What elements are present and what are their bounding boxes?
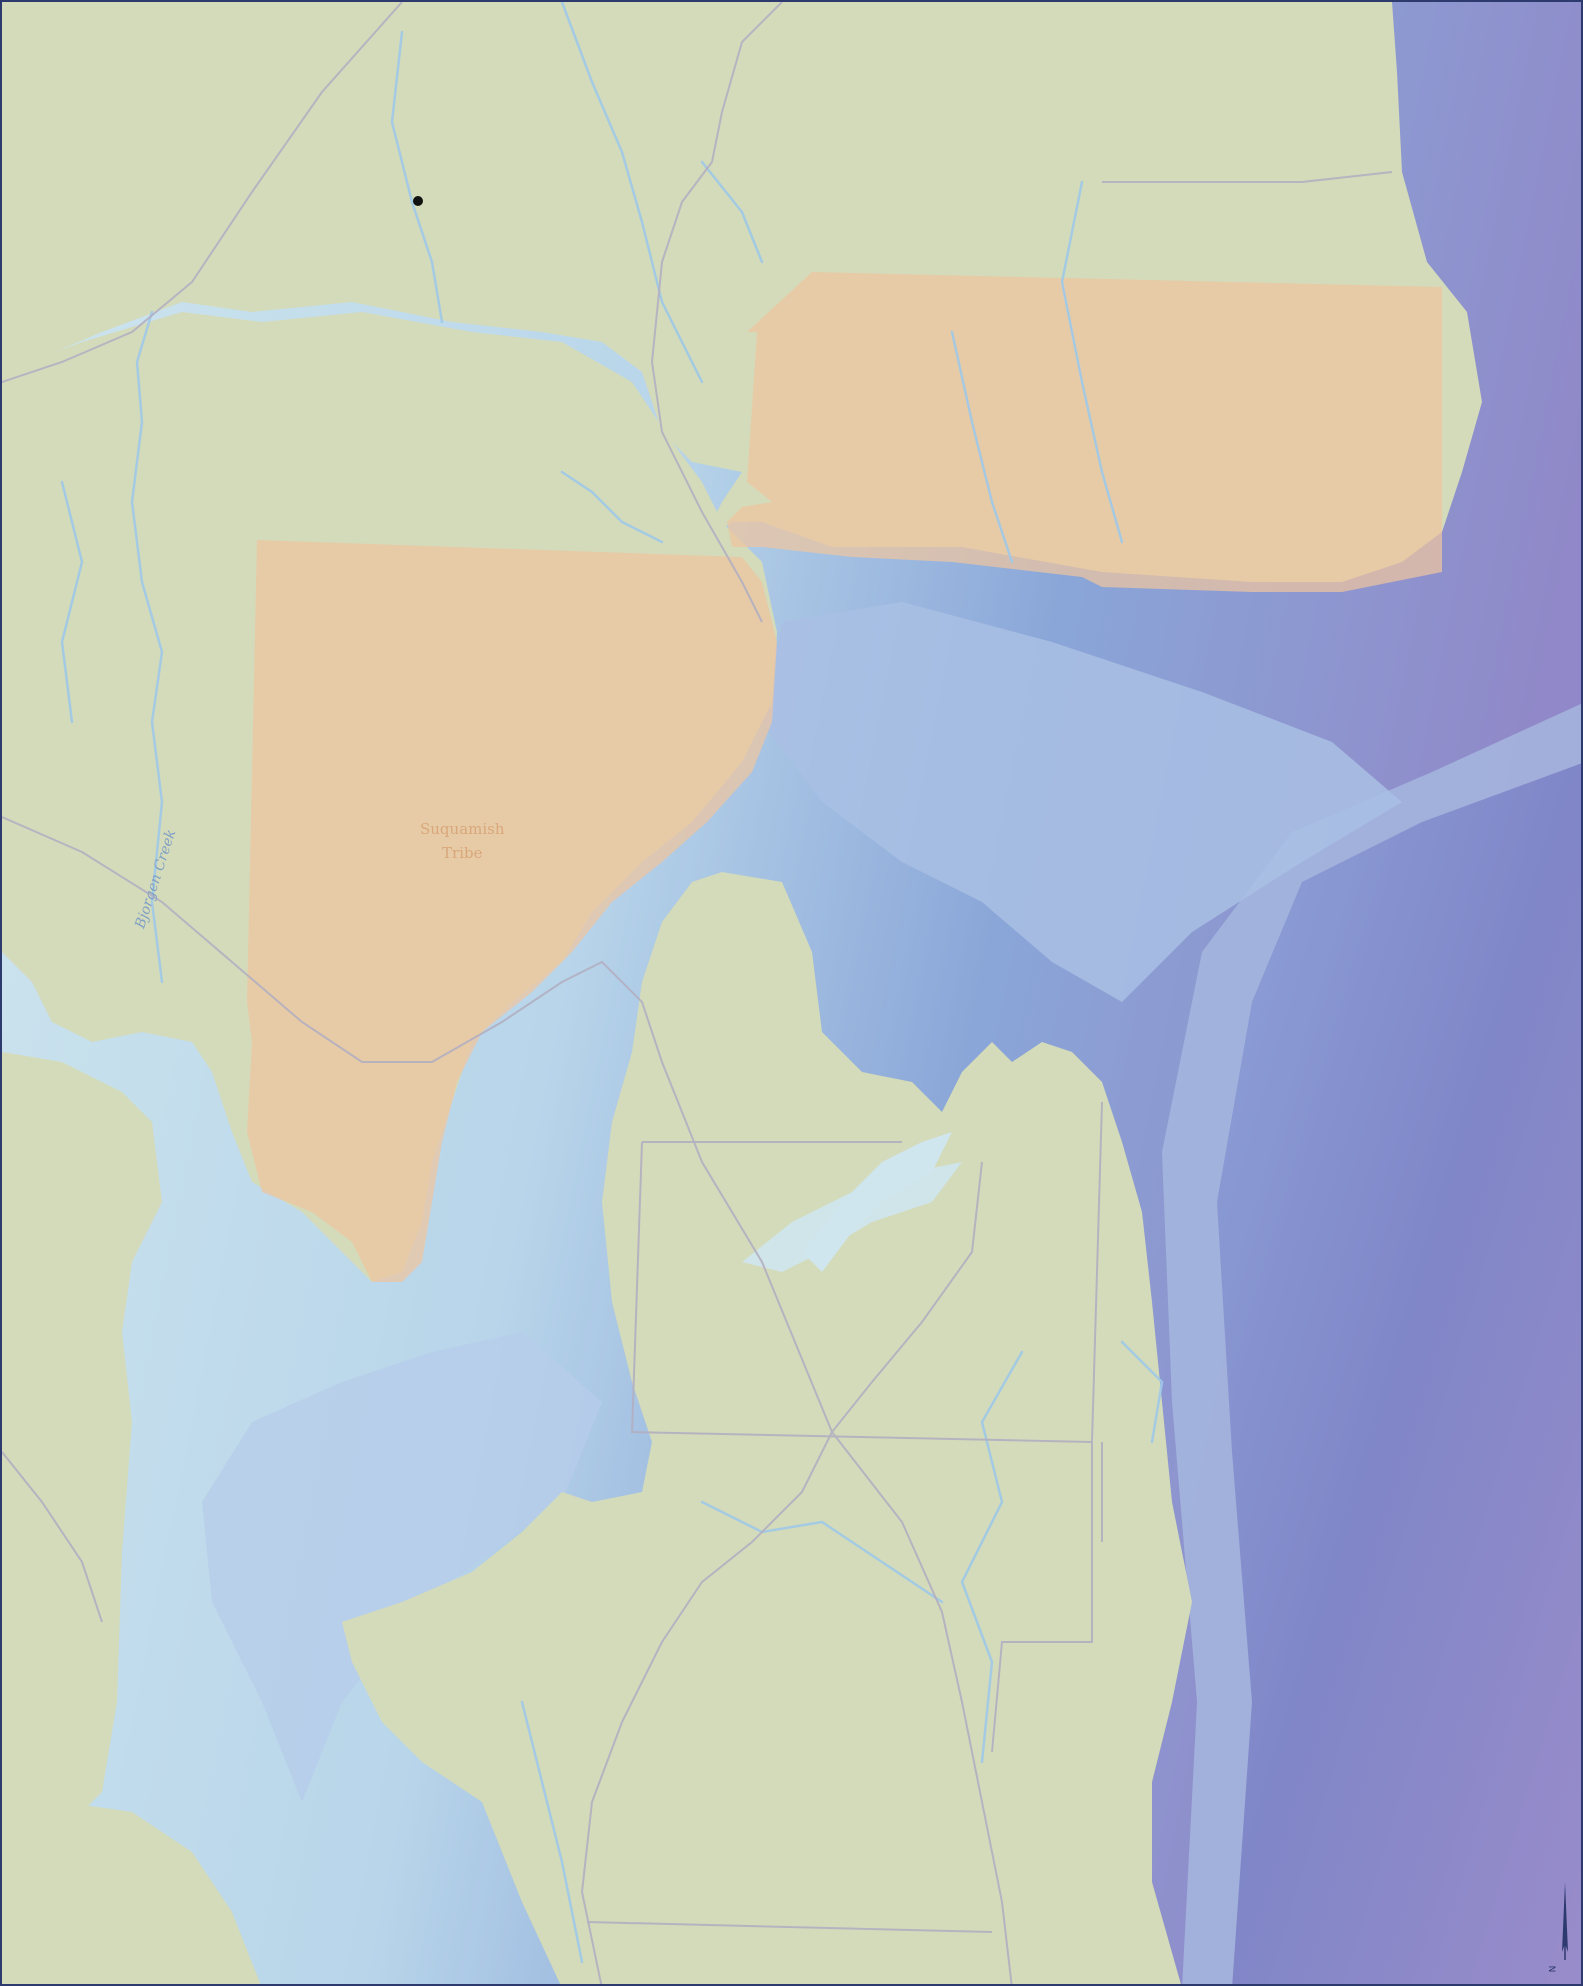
mid-depth-water-southwest: [202, 1332, 602, 1802]
stream: [960, 1350, 1024, 1764]
stream: [390, 30, 444, 324]
south-island-landmass: [342, 872, 1192, 1984]
stream: [560, 470, 664, 544]
stream: [700, 1500, 944, 1604]
road: [580, 1431, 833, 1984]
north-arrow-letter: N: [1548, 1965, 1559, 1973]
stream: [1060, 180, 1124, 544]
road: [650, 2, 783, 623]
road: [2, 1451, 103, 1623]
southwest-corner-land: [2, 1802, 261, 1984]
location-marker[interactable]: [413, 196, 423, 206]
reservation-east-polygon[interactable]: [727, 272, 1442, 592]
stream: [950, 330, 1014, 564]
road: [831, 1161, 983, 1433]
mid-depth-water-east: [1162, 703, 1581, 1984]
reservation-label: Suquamish Tribe: [420, 817, 505, 865]
road: [2, 2, 403, 383]
stream: [60, 480, 84, 724]
road: [1102, 171, 1393, 183]
road: [630, 1141, 1093, 1443]
deep-water-area: [1217, 763, 1581, 1984]
reservation-west-polygon[interactable]: [247, 540, 777, 1282]
north-arrow-icon: [1562, 1882, 1568, 1960]
stream: [520, 1700, 584, 1964]
southwest-shore-land: [2, 1052, 162, 1862]
island-inlet: [742, 1162, 962, 1272]
road: [991, 1101, 1103, 1753]
road: [2, 816, 1013, 1984]
stream: [700, 160, 764, 264]
stream: [1120, 1340, 1164, 1444]
stream: [560, 2, 704, 384]
road-network: [2, 2, 1393, 1984]
mid-depth-water-channel: [762, 602, 1402, 1002]
road: [586, 1921, 993, 1933]
reservation-label-line1: Suquamish: [420, 820, 505, 838]
stream-network: [60, 2, 1164, 1964]
reservation-label-line2: Tribe: [442, 844, 483, 862]
stream: [130, 310, 164, 984]
